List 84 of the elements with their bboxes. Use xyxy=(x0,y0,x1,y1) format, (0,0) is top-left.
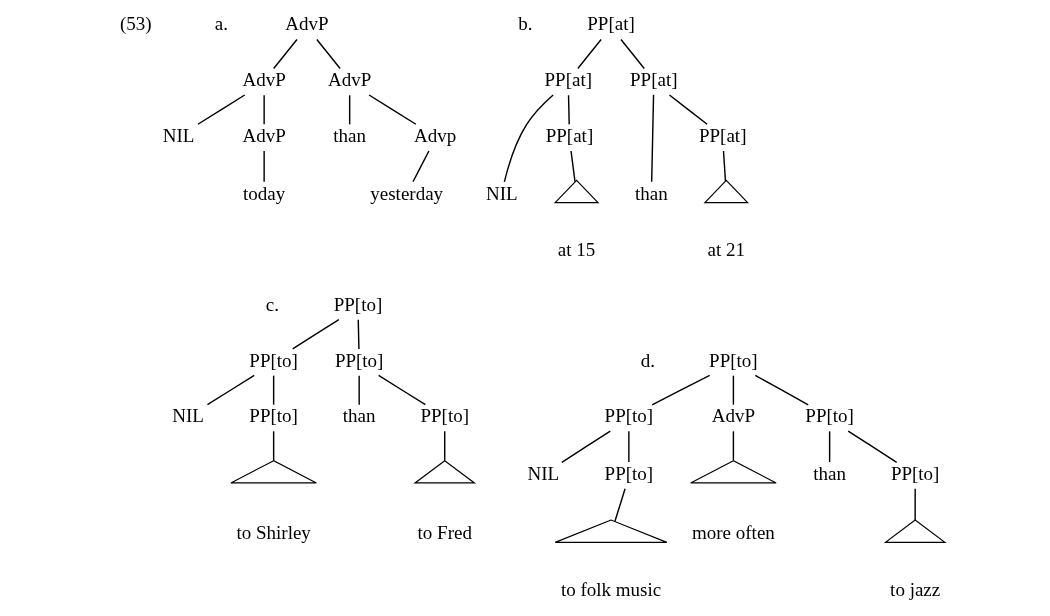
node-label: to jazz xyxy=(889,578,940,600)
node-triangle xyxy=(883,519,947,543)
node-text: PP[to] xyxy=(604,405,653,427)
connector xyxy=(272,38,298,70)
connector xyxy=(560,430,611,464)
connector xyxy=(913,488,916,521)
node-text: AdvP xyxy=(327,69,371,91)
node-text: PP[to] xyxy=(334,349,383,371)
connector xyxy=(846,430,897,464)
node-text: PP[to] xyxy=(248,349,298,371)
node-text: NIL xyxy=(162,125,194,147)
connector xyxy=(443,430,445,462)
node-label: at 15 xyxy=(557,239,595,261)
node-text: NIL xyxy=(526,463,559,485)
node-label: at 21 xyxy=(707,239,745,261)
node-text: today xyxy=(242,182,285,204)
node-text: PP[to] xyxy=(333,293,382,315)
node-text: than xyxy=(332,125,366,147)
connector xyxy=(367,94,417,125)
connector xyxy=(613,488,626,522)
node-triangle xyxy=(412,459,476,484)
connector xyxy=(272,374,274,406)
connector xyxy=(732,430,734,462)
connector xyxy=(722,150,726,182)
node-text: PP[to] xyxy=(419,405,469,427)
node-text: AdvP xyxy=(711,405,755,427)
connector xyxy=(754,374,809,406)
connector xyxy=(619,38,645,70)
connector xyxy=(567,94,570,126)
node-text: PP[at] xyxy=(698,125,746,147)
node-text: PP[at] xyxy=(544,69,592,91)
label: c. xyxy=(265,293,279,315)
connector xyxy=(576,38,602,70)
node-label: more often xyxy=(691,522,775,544)
connector xyxy=(206,374,255,406)
node-text: than xyxy=(342,405,376,427)
node-triangle xyxy=(229,460,317,484)
connector xyxy=(196,94,245,125)
connector xyxy=(503,94,554,183)
connector xyxy=(411,150,430,183)
connector xyxy=(650,374,710,406)
connector xyxy=(262,94,265,126)
node-text: PP[to] xyxy=(708,349,758,371)
connector xyxy=(569,150,576,183)
connector xyxy=(291,318,340,350)
label: b. xyxy=(517,13,533,35)
node-text: NIL xyxy=(485,182,518,204)
node-text: PP[to] xyxy=(804,405,854,427)
node-text: yesterday xyxy=(369,182,443,204)
connector xyxy=(627,430,630,463)
node-text: PP[at] xyxy=(545,125,593,147)
node-text: PP[at] xyxy=(586,13,635,35)
label: a. xyxy=(214,13,228,35)
node-label: to folk music xyxy=(560,578,661,600)
node-text: PP[to] xyxy=(248,405,298,427)
label: (53) xyxy=(119,13,152,35)
node-triangle xyxy=(554,519,667,543)
node-text: AdvP xyxy=(284,13,329,35)
connector xyxy=(262,150,265,183)
node-triangle xyxy=(703,179,749,204)
connector xyxy=(377,374,426,406)
node-label: to Shirley xyxy=(235,522,311,544)
node-triangle xyxy=(553,179,599,204)
connector xyxy=(272,430,274,462)
label: d. xyxy=(640,349,655,371)
connector xyxy=(732,374,734,406)
node-text: PP[at] xyxy=(629,69,678,91)
connector xyxy=(828,430,830,463)
node-triangle xyxy=(689,460,777,484)
node-text: than xyxy=(634,182,668,204)
connector xyxy=(668,94,708,125)
node-text: NIL xyxy=(171,405,204,427)
node-text: AdvP xyxy=(241,69,286,91)
node-text: PP[to] xyxy=(604,463,653,485)
node-text: Advp xyxy=(413,125,456,147)
connector xyxy=(357,374,360,406)
connector xyxy=(357,319,360,350)
connector xyxy=(650,94,654,183)
node-text: AdvP xyxy=(241,125,286,147)
connector xyxy=(348,94,350,126)
node-text: than xyxy=(812,463,846,485)
node-text: PP[to] xyxy=(890,463,939,485)
node-label: to Fred xyxy=(417,522,472,544)
connector xyxy=(315,38,341,70)
